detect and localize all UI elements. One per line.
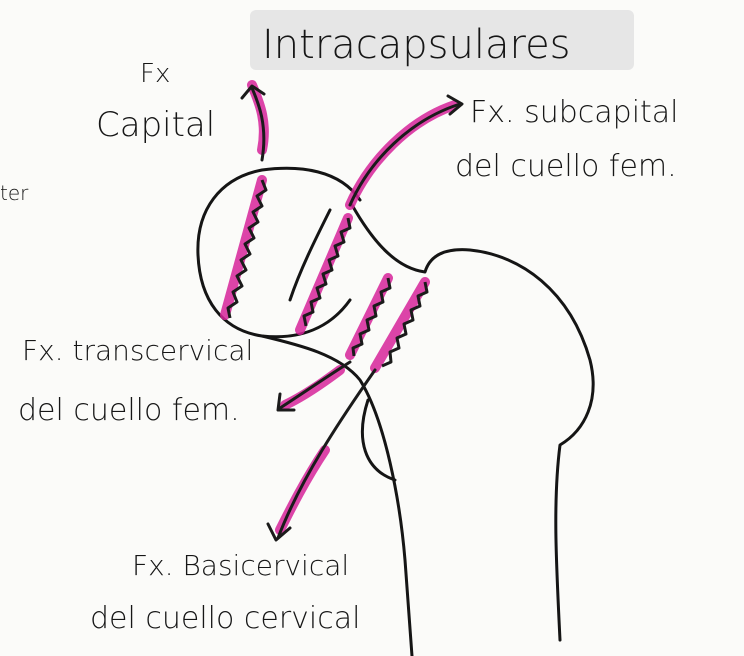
- label-transcervical: Fx. transcervical del cuello fem.: [18, 334, 253, 428]
- subcapital-label-line2: del cuello fem.: [455, 149, 677, 184]
- basicervical-label-line1: Fx. Basicervical: [132, 549, 349, 582]
- femur-outline: [198, 168, 593, 656]
- transcervical-label-line2: del cuello fem.: [18, 393, 240, 428]
- femoral-neck-upper: [352, 205, 593, 640]
- basicervical-fracture-line: [382, 282, 427, 366]
- subcapital-label-line1: Fx. subcapital: [470, 95, 679, 130]
- subcapital-arrow-highlight: [350, 105, 455, 205]
- capital-label-line2: Capital: [96, 105, 215, 145]
- transcervical-highlight: [350, 278, 388, 355]
- transcervical-arrow: [280, 362, 350, 408]
- capital-label-line1: Fx: [140, 59, 170, 89]
- subcapital-arrow: [350, 104, 460, 205]
- capital-highlight: [225, 180, 262, 315]
- diagram-title: Intracapsulares: [262, 22, 571, 68]
- label-capital: Fx Capital: [96, 59, 215, 145]
- edge-text-fragment: ter: [0, 181, 29, 205]
- fracture-highlights: [225, 85, 455, 530]
- capital-fracture-line: [228, 180, 266, 318]
- transcervical-label-line1: Fx. transcervical: [22, 334, 253, 367]
- label-arrows: [242, 86, 462, 540]
- fracture-lines: [228, 180, 427, 366]
- basicervical-label-line2: del cuello cervical: [90, 601, 360, 636]
- label-basicervical: Fx. Basicervical del cuello cervical: [90, 549, 360, 636]
- label-subcapital: Fx. subcapital del cuello fem.: [455, 95, 679, 184]
